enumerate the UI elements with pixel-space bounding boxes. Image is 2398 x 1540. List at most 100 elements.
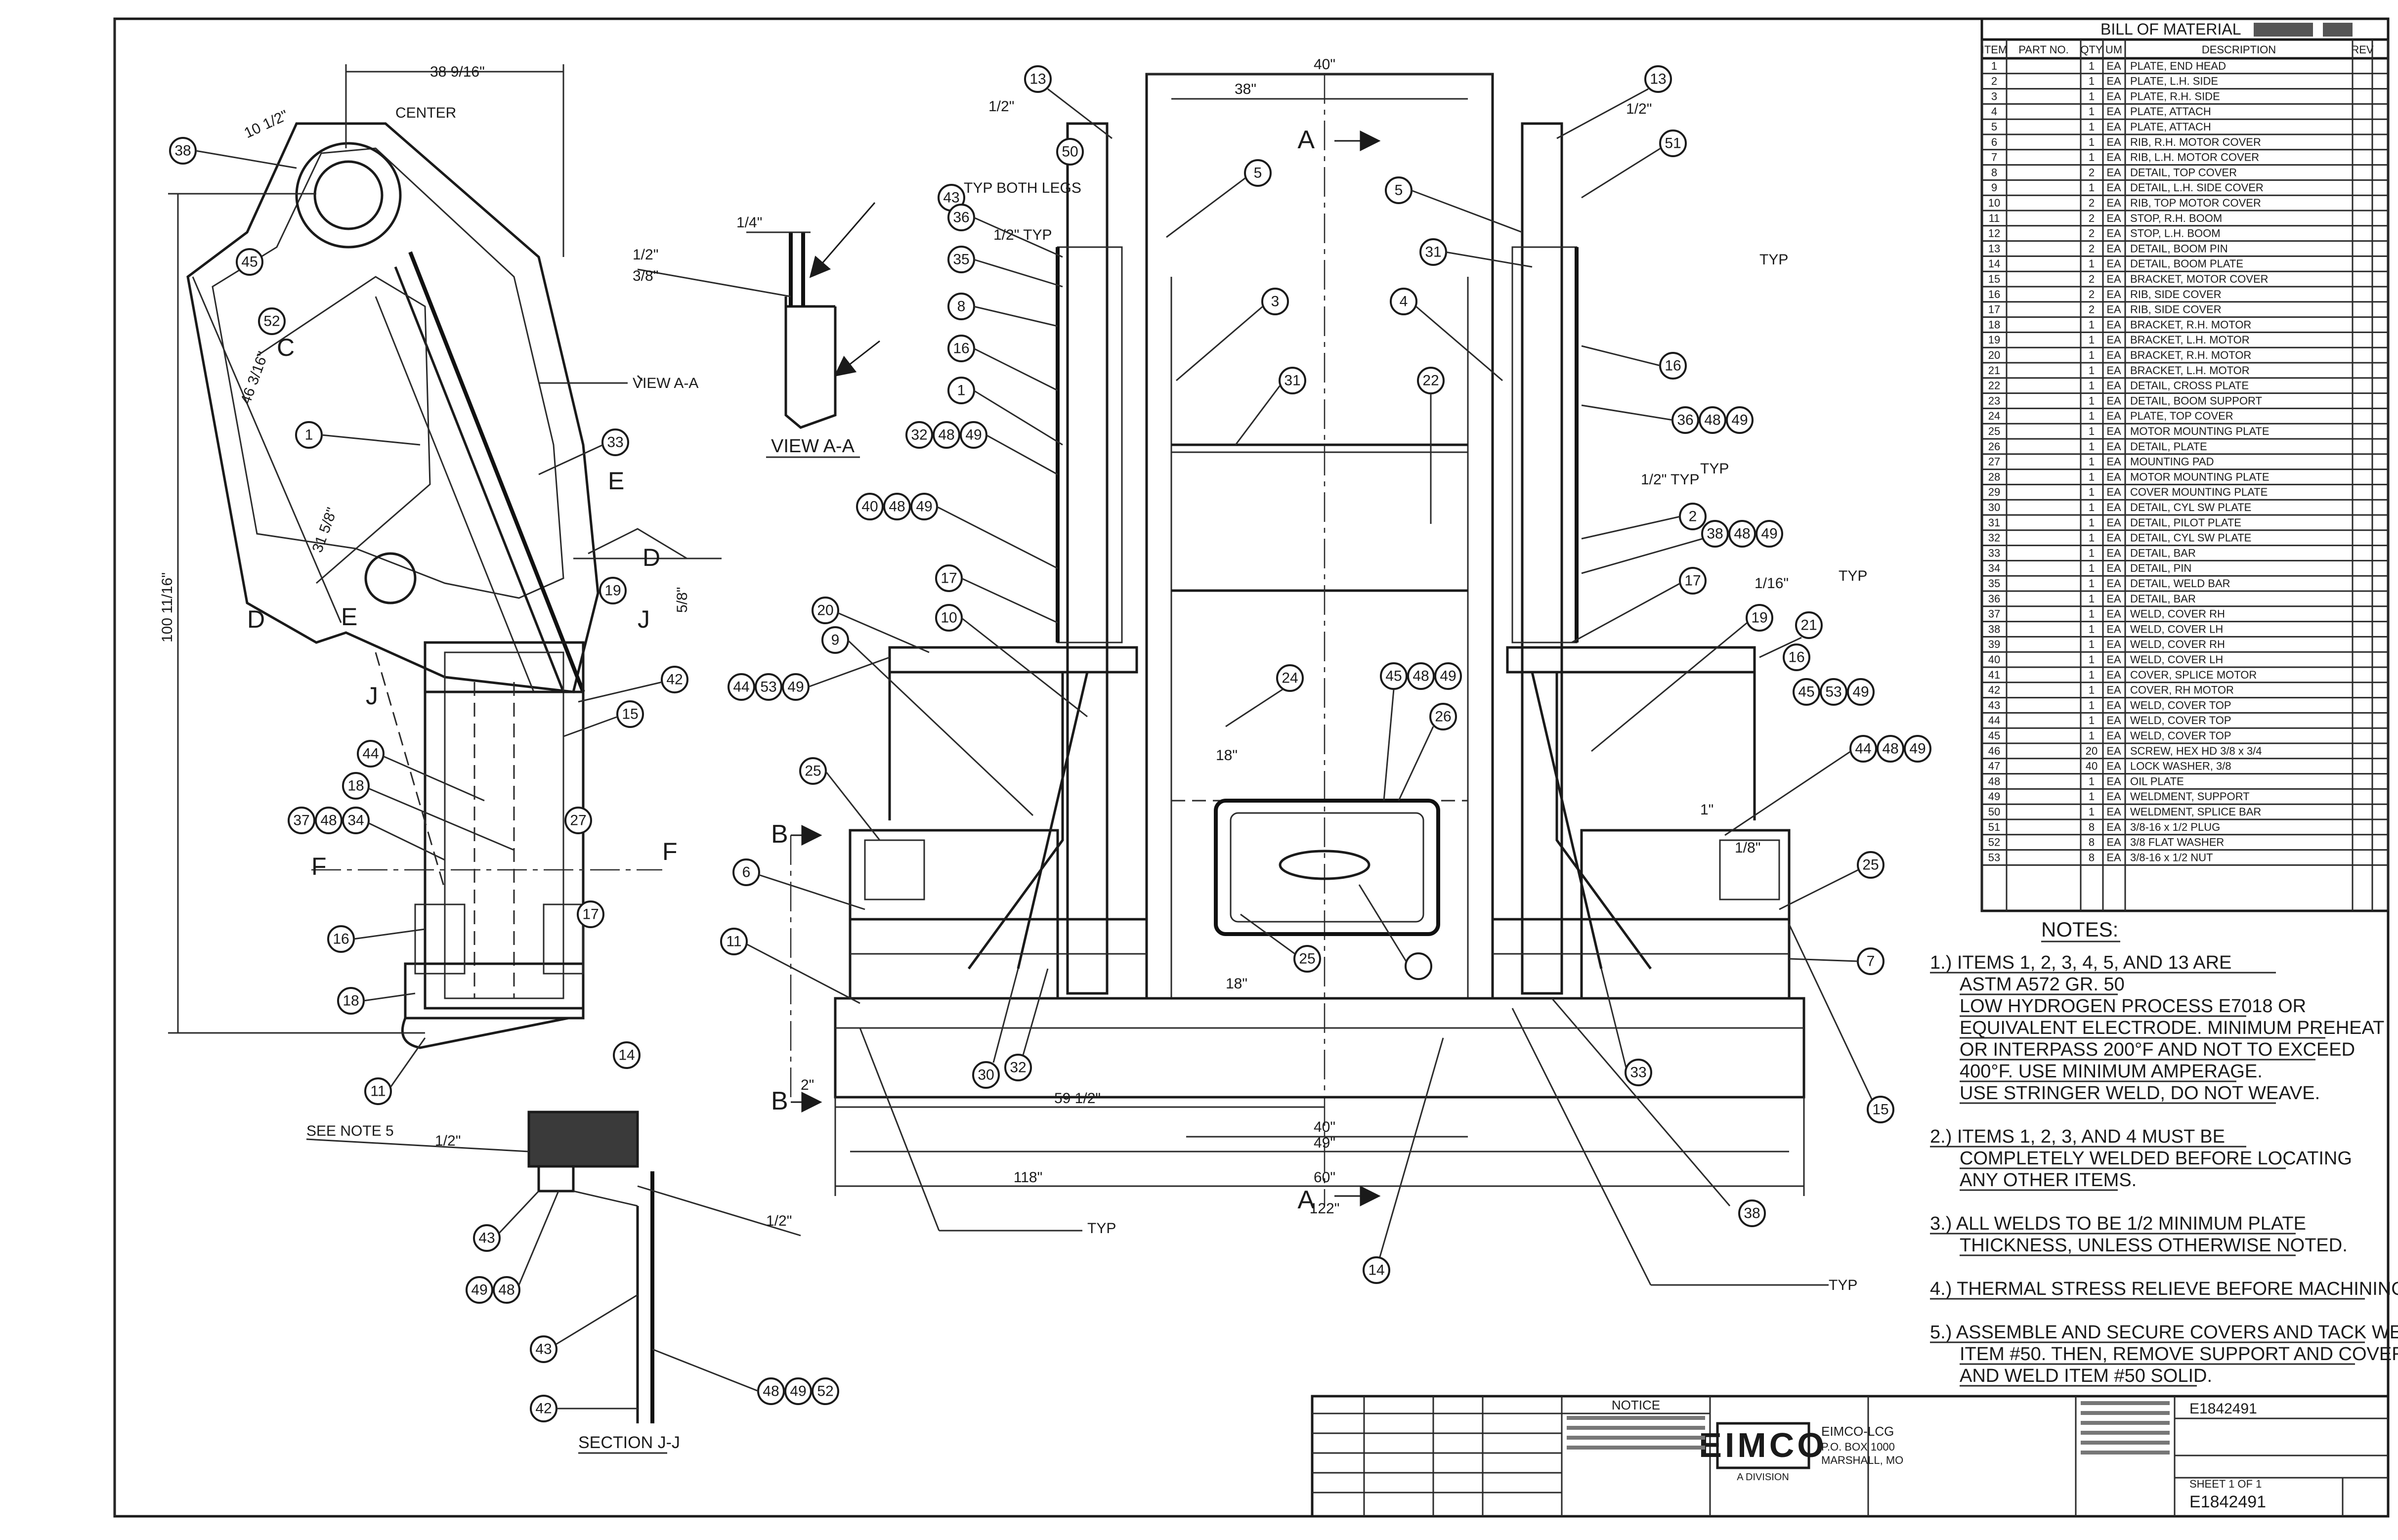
bom-cell: EA — [2106, 501, 2121, 513]
balloon: 5 — [1244, 159, 1272, 187]
balloon: 42 — [661, 666, 688, 693]
bom-cell: 28 — [1988, 471, 2000, 483]
svg-text:48: 48 — [1734, 526, 1750, 542]
balloon: 48 — [883, 493, 911, 520]
balloon: 24 — [1276, 664, 1304, 692]
note-line: ASTM A572 GR. 50 — [1960, 974, 2125, 995]
balloon: 14 — [1363, 1256, 1390, 1284]
section-letter-d-right: D — [642, 544, 660, 571]
bom-cell: 20 — [2086, 745, 2098, 757]
bom-cell: 1 — [2089, 349, 2095, 361]
svg-text:11: 11 — [726, 934, 741, 950]
bom-cell: EA — [2106, 714, 2121, 727]
bom-cell: RIB, TOP MOTOR COVER — [2130, 197, 2261, 209]
bom-cell: EA — [2106, 456, 2121, 468]
balloon: 48 — [1699, 406, 1726, 434]
dim-base-c: 49" — [1314, 1135, 1335, 1151]
balloons-main-view: 13 50 43 36 35 8 16 1 32 48 49 40 48 49 … — [720, 65, 1931, 1284]
bom-header-cell: QTY — [2080, 43, 2103, 56]
balloon: 15 — [1867, 1096, 1894, 1123]
bom-cell: DETAIL, WELD BAR — [2130, 577, 2230, 590]
svg-text:11: 11 — [370, 1083, 385, 1100]
bom-cell: EA — [2106, 364, 2121, 377]
bom-cell: EA — [2106, 577, 2121, 590]
balloon: 45 — [1380, 662, 1408, 690]
drawing-number: E1842491 — [2189, 1401, 2257, 1417]
eimco-logo: EIMCO A DIVISION — [1699, 1422, 1824, 1483]
section-letter-j: J — [366, 682, 378, 710]
svg-text:48: 48 — [498, 1282, 514, 1298]
svg-text:24: 24 — [1282, 670, 1298, 686]
bom-cell: RIB, R.H. MOTOR COVER — [2130, 136, 2261, 148]
bom-title: BILL OF MATERIAL — [2100, 20, 2241, 38]
bom-cell: 9 — [1991, 181, 1997, 194]
balloon: 38 — [1701, 520, 1729, 548]
bom-cell: 47 — [1988, 760, 2000, 772]
bom-cell: EA — [2106, 334, 2121, 346]
label-typ-bottom-right: TYP — [1829, 1277, 1857, 1293]
bom-cell: WELDMENT, SUPPORT — [2130, 790, 2250, 803]
svg-text:49: 49 — [1761, 526, 1777, 542]
svg-text:1: 1 — [305, 427, 313, 443]
svg-text:33: 33 — [607, 434, 623, 451]
svg-text:48: 48 — [1413, 668, 1429, 684]
dim-base-e: 118" — [1014, 1169, 1042, 1186]
bom-cell: DETAIL, BOOM PLATE — [2130, 257, 2243, 270]
address-line-3: MARSHALL, MO — [1821, 1454, 1903, 1466]
svg-text:53: 53 — [1825, 684, 1841, 700]
label-typ-top-right: TYP — [1759, 252, 1788, 268]
bom-cell: 2 — [2089, 197, 2095, 209]
bom-cell: EA — [2106, 349, 2121, 361]
bom-cell: 38 — [1988, 623, 2000, 635]
bom-cell: 44 — [1988, 714, 2000, 727]
balloon — [1405, 952, 1432, 980]
balloon: 25 — [1293, 945, 1321, 973]
bom-cell: 26 — [1988, 440, 2000, 453]
balloon: 49 — [1726, 406, 1754, 434]
bom-cell: DETAIL, PLATE — [2130, 440, 2207, 453]
balloon: 5 — [1385, 176, 1413, 204]
svg-text:21: 21 — [1800, 617, 1817, 634]
bom-cell: 15 — [1988, 273, 2000, 285]
bom-cell: EA — [2106, 242, 2121, 255]
left-view-labels: 38 9/16" 10 1/2" CENTER 100 11/16" 46 3/… — [159, 64, 698, 880]
svg-text:14: 14 — [1368, 1262, 1384, 1279]
bom-cell: 24 — [1988, 410, 2000, 422]
bom-cell: DETAIL, BOOM PIN — [2130, 242, 2228, 255]
bom-cell: EA — [2106, 90, 2121, 102]
bom-cell: 1 — [2089, 593, 2095, 605]
bom-cell: 53 — [1988, 851, 2000, 863]
section-letter-j-right: J — [638, 605, 650, 633]
section-letter-c: C — [277, 334, 295, 361]
balloon: 48 — [933, 421, 960, 449]
bom-cell: 1 — [2089, 456, 2095, 468]
svg-text:16: 16 — [1788, 649, 1804, 666]
balloon: 16 — [1783, 643, 1810, 671]
title-block: NOTICE EIMCO A DIVISION EIMCO-LCG P.O. B… — [1311, 1395, 2390, 1518]
bom-cell: 49 — [1988, 790, 2000, 803]
balloon: 43 — [473, 1224, 501, 1252]
base-plate — [834, 997, 1805, 1099]
bom-cell: EA — [2106, 653, 2121, 666]
label-typ-bottom-left: TYP — [1087, 1220, 1116, 1237]
bom-cell: 3 — [1991, 90, 1997, 102]
bom-cell: 3/8-16 x 1/2 NUT — [2130, 851, 2213, 863]
bom-cell: EA — [2106, 684, 2121, 696]
label-center: CENTER — [395, 105, 456, 121]
bom-cell: 37 — [1988, 608, 2000, 620]
balloon: 10 — [935, 604, 963, 632]
bom-cell: EA — [2106, 638, 2121, 650]
dim-left-top: 38 9/16" — [430, 64, 485, 80]
dim-w-3-8: 3/8" — [633, 268, 658, 284]
svg-text:49: 49 — [965, 427, 982, 443]
